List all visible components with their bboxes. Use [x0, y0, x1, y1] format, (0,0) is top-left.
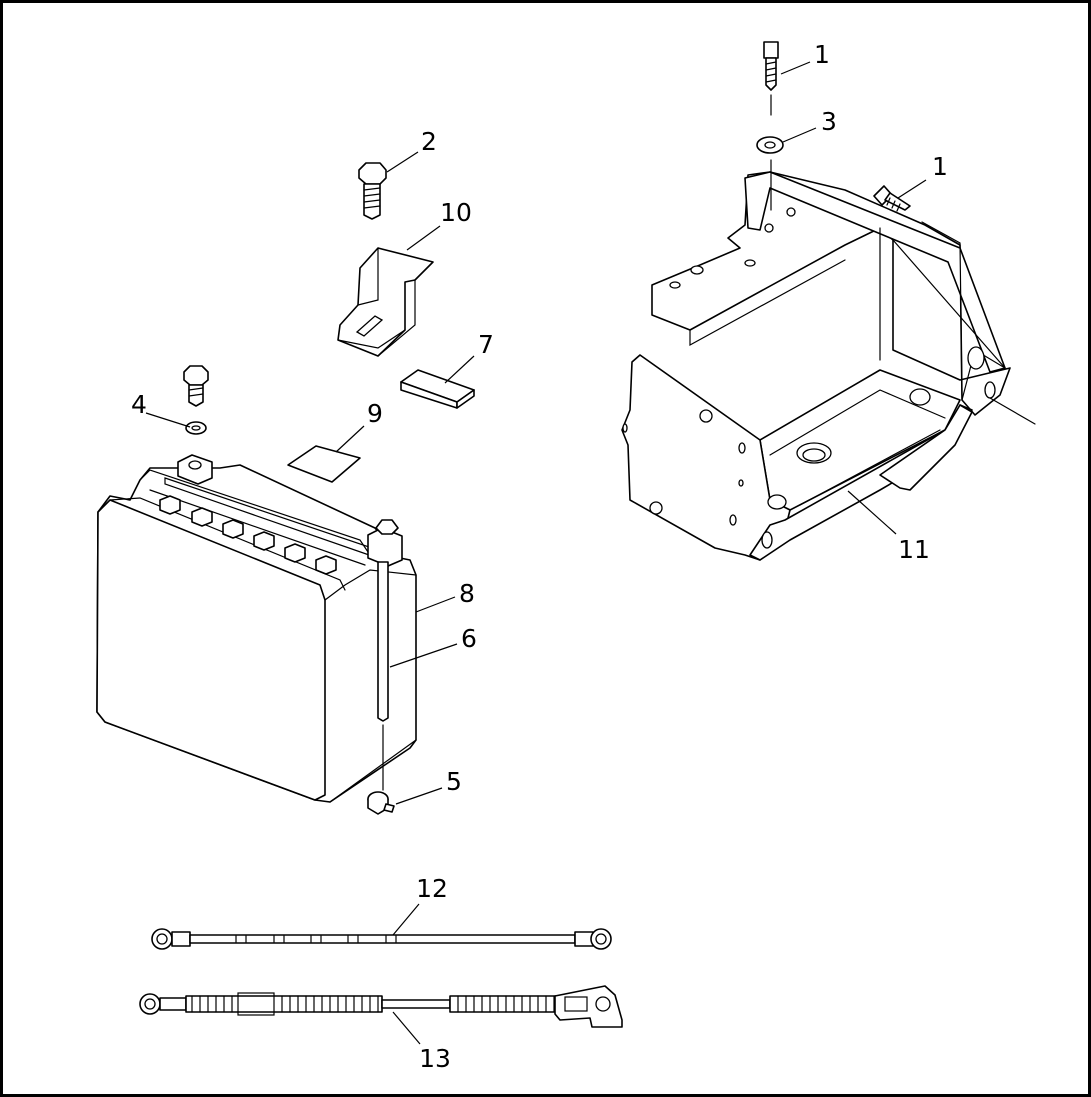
ground-cable	[151, 928, 612, 950]
callout-6: 6	[461, 624, 477, 653]
bolt-2	[358, 162, 387, 220]
battery-tray	[621, 171, 1036, 561]
positive-cable	[139, 985, 623, 1028]
callout-4: 4	[131, 390, 147, 419]
callout-5: 5	[446, 767, 462, 796]
screw-side	[873, 185, 911, 212]
callout-numbers: 1 3 1 2 10 7 4 9 8 6 5 11 12 13	[131, 40, 948, 1073]
callout-3: 3	[821, 107, 837, 136]
hold-down-bracket	[337, 247, 434, 357]
hose-clamp	[367, 791, 395, 815]
lock-washer	[185, 421, 207, 435]
cell-caps	[159, 495, 337, 575]
pad-9	[287, 445, 361, 483]
callout-1-side: 1	[932, 152, 948, 181]
callout-13: 13	[419, 1044, 451, 1073]
callout-1-top: 1	[814, 40, 830, 69]
callout-8: 8	[459, 579, 475, 608]
callout-7: 7	[478, 330, 494, 359]
callout-2: 2	[421, 127, 437, 156]
callout-11: 11	[898, 535, 930, 564]
callout-9: 9	[367, 399, 383, 428]
battery	[96, 454, 417, 803]
leader-lines	[145, 61, 927, 1045]
callout-12: 12	[416, 874, 448, 903]
callout-10: 10	[440, 198, 472, 227]
bolt-4	[183, 365, 209, 407]
screw-top	[763, 41, 779, 116]
pad-7	[400, 369, 475, 409]
washer	[756, 136, 784, 211]
